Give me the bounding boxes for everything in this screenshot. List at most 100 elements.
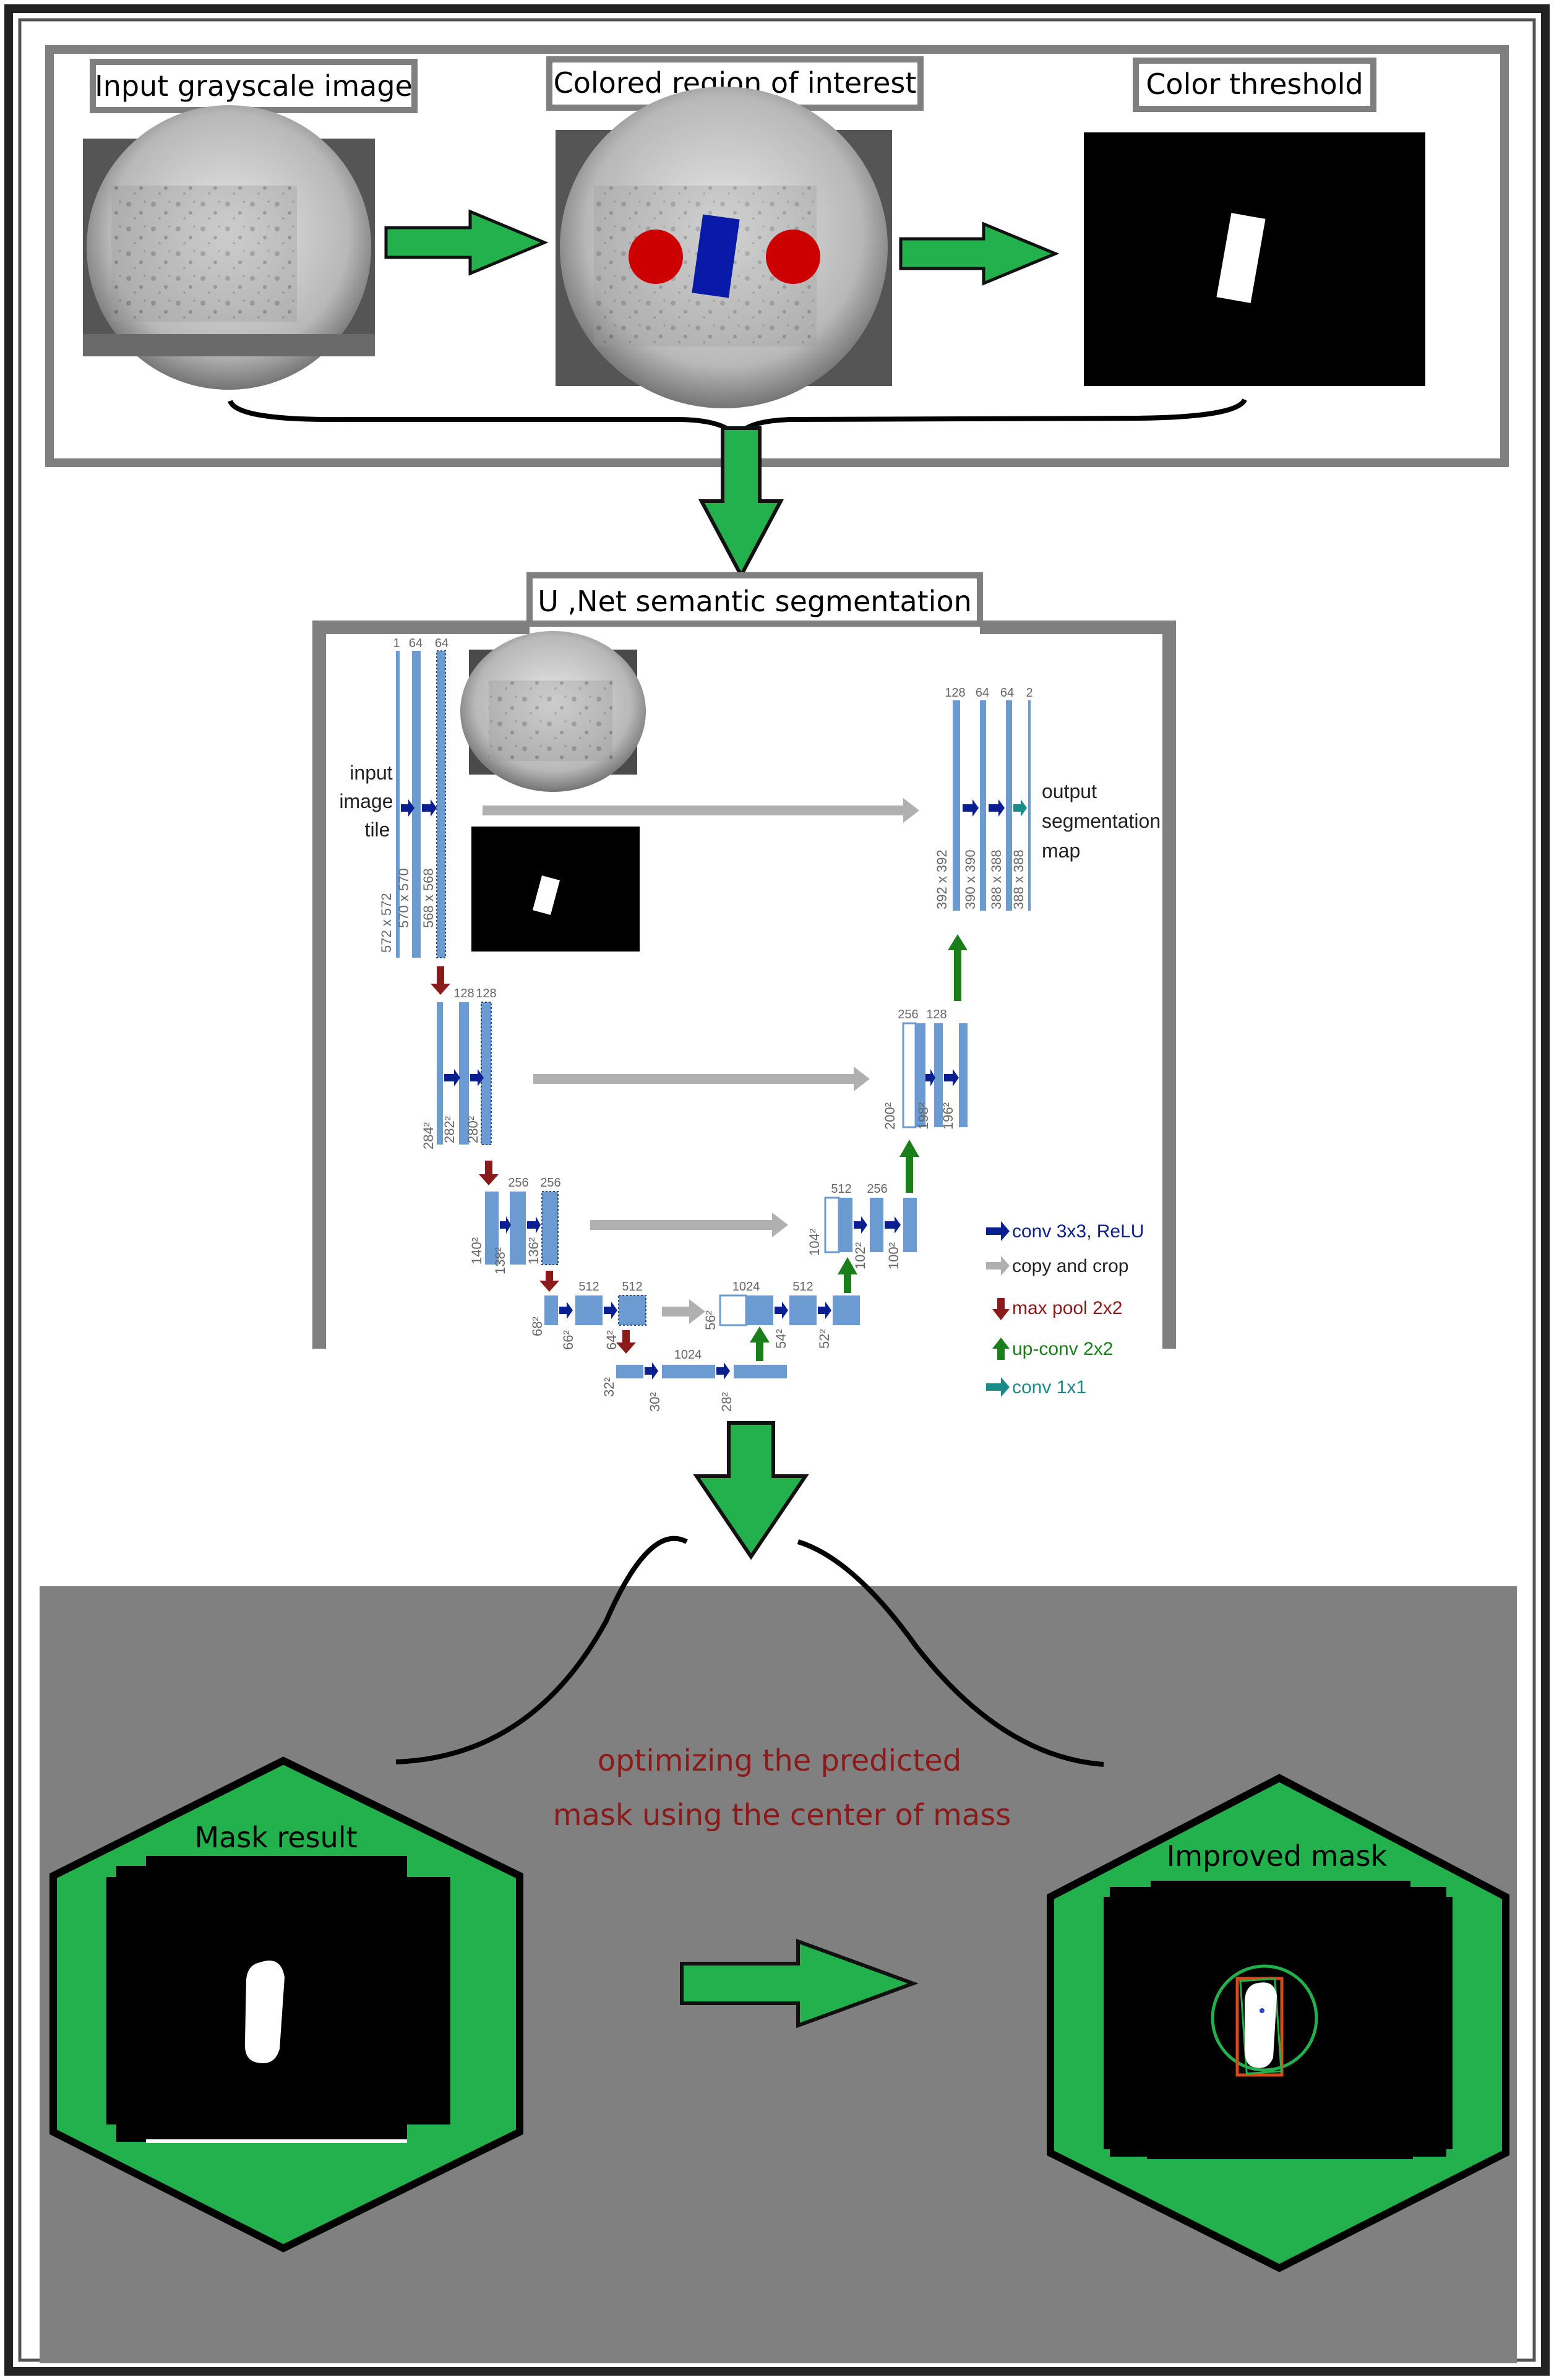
roi-blue-rect	[692, 214, 740, 298]
unet-frame	[312, 621, 1176, 1349]
threshold-label-box	[1133, 58, 1376, 112]
svg-text:512: 512	[578, 1280, 599, 1294]
svg-text:1024: 1024	[674, 1348, 702, 1362]
unet-upconv-3	[838, 1257, 857, 1293]
roi-left-circle	[629, 230, 683, 284]
svg-text:54²: 54²	[773, 1329, 789, 1349]
unet-title: U ,Net semantic segmentation	[538, 585, 972, 618]
unet-input-photo	[460, 631, 646, 792]
stage3-tent-left	[395, 1536, 688, 1764]
improved-mask-blob	[1245, 1982, 1277, 2068]
threshold-white-rect	[1216, 213, 1266, 303]
unet-level-1-conv-arrows	[401, 799, 437, 817]
svg-text:512: 512	[792, 1280, 813, 1294]
outer-frame	[4, 4, 1550, 2376]
svg-text:128: 128	[476, 987, 496, 1000]
improved-mask-label: Improved mask	[1167, 1839, 1388, 1873]
unet-level-4-right: 1024 512 56² 54² 52²	[703, 1280, 860, 1349]
svg-text:284²: 284²	[421, 1122, 436, 1149]
unet-legend: conv 3x3, ReLU copy and crop max pool 2x…	[986, 1221, 1144, 1398]
unet-level-5: 1024 32² 30² 28²	[601, 1348, 787, 1412]
unet-level-3-right: 512 256 104² 102² 100²	[807, 1182, 917, 1269]
svg-text:66²: 66²	[560, 1330, 576, 1350]
unet-output-text-3: map	[1042, 840, 1080, 862]
unet-title-box	[526, 572, 983, 627]
improved-mask-box	[1235, 1977, 1284, 2077]
input-label: Input grayscale image	[95, 69, 413, 103]
unet-upconv-1	[948, 934, 968, 1001]
svg-text:198²: 198²	[916, 1102, 931, 1130]
svg-text:102²: 102²	[852, 1242, 868, 1269]
improved-mask-image	[1104, 1881, 1453, 2159]
unet-input-text-2: image	[339, 790, 393, 812]
legend-copy-crop: copy and crop	[1012, 1256, 1128, 1276]
legend-maxpool: max pool 2x2	[1012, 1298, 1122, 1318]
arrow-right-3	[680, 1938, 919, 2029]
optimize-text-1: optimizing the predicted	[598, 1743, 962, 1778]
optimize-text-2: mask using the center of mass	[553, 1798, 1011, 1832]
arrow-right-1	[384, 209, 549, 276]
svg-text:512: 512	[831, 1182, 851, 1196]
svg-text:64: 64	[409, 637, 423, 650]
mask-result-label: Mask result	[194, 1821, 357, 1854]
svg-text:196²: 196²	[940, 1102, 956, 1130]
unet-copy-arrow-2	[533, 1067, 870, 1091]
unet-copy-arrow-1	[483, 798, 919, 823]
svg-text:100²: 100²	[886, 1242, 901, 1269]
unet-level-2-left: 128 128 284² 282² 280²	[421, 987, 497, 1149]
unet-maxpool-1	[431, 966, 450, 995]
arrow-right-2	[899, 221, 1060, 286]
svg-text:128: 128	[453, 987, 474, 1000]
threshold-image	[1084, 132, 1425, 386]
svg-text:1: 1	[393, 637, 400, 650]
unet-output-text-2: segmentation	[1042, 810, 1161, 832]
unet-level-3-left: 256 256 140² 138² 136²	[469, 1176, 561, 1274]
svg-text:388 x 388: 388 x 388	[989, 849, 1004, 909]
improved-mask-circle	[1211, 1964, 1318, 2072]
svg-text:138²: 138²	[492, 1247, 508, 1274]
svg-text:570 x 570: 570 x 570	[396, 868, 411, 928]
mask-result-blob	[244, 1961, 285, 2064]
svg-text:388 x 388: 388 x 388	[1011, 849, 1026, 909]
unet-level-4-left: 512 512 68² 66² 64²	[530, 1280, 646, 1350]
unet-input-text-1: input	[350, 762, 393, 784]
svg-text:64: 64	[1000, 686, 1014, 700]
arrow-down-2	[693, 1421, 809, 1560]
unet-maxpool-2	[479, 1161, 499, 1185]
unet-maxpool-4	[616, 1330, 636, 1354]
unet-maxpool-3	[539, 1271, 559, 1292]
svg-text:256: 256	[508, 1176, 528, 1190]
legend-conv1x1: conv 1x1	[1012, 1377, 1086, 1398]
svg-text:140²: 140²	[469, 1237, 484, 1265]
unet-level-1-right: 128 64 64 2 392 x 392 390 x 390 388 x 38…	[934, 686, 1033, 911]
svg-text:392 x 392: 392 x 392	[934, 849, 950, 909]
unet-upconv-2	[899, 1140, 919, 1193]
svg-text:64²: 64²	[604, 1330, 619, 1350]
svg-text:256: 256	[898, 1008, 918, 1021]
unet-level-1-left: 1 64 64 572 x 572 570 x 570 568 x 568	[379, 637, 449, 958]
legend-conv3x3: conv 3x3, ReLU	[1012, 1221, 1144, 1242]
svg-text:104²: 104²	[807, 1229, 822, 1256]
roi-image	[556, 87, 892, 408]
unet-copy-arrow-3	[590, 1213, 788, 1237]
svg-text:52²: 52²	[817, 1329, 832, 1349]
svg-text:256: 256	[867, 1182, 887, 1196]
svg-text:1024: 1024	[732, 1280, 760, 1294]
unet-copy-arrow-4	[662, 1299, 705, 1324]
svg-text:512: 512	[622, 1280, 642, 1294]
svg-text:282²: 282²	[442, 1116, 457, 1143]
arrow-down-1	[698, 426, 784, 580]
mask-result-image	[106, 1856, 450, 2143]
svg-text:256: 256	[540, 1176, 560, 1190]
svg-text:32²: 32²	[601, 1377, 617, 1397]
svg-text:390 x 390: 390 x 390	[963, 849, 978, 909]
svg-text:128: 128	[926, 1008, 947, 1021]
svg-text:68²: 68²	[530, 1317, 545, 1336]
unet-input-text-3: tile	[365, 818, 390, 841]
input-grayscale-image	[83, 105, 375, 390]
svg-text:30²: 30²	[647, 1392, 663, 1412]
svg-text:572 x 572: 572 x 572	[379, 893, 394, 953]
svg-text:28²: 28²	[719, 1392, 734, 1412]
svg-text:280²: 280²	[465, 1116, 481, 1143]
svg-text:136²: 136²	[526, 1237, 541, 1265]
